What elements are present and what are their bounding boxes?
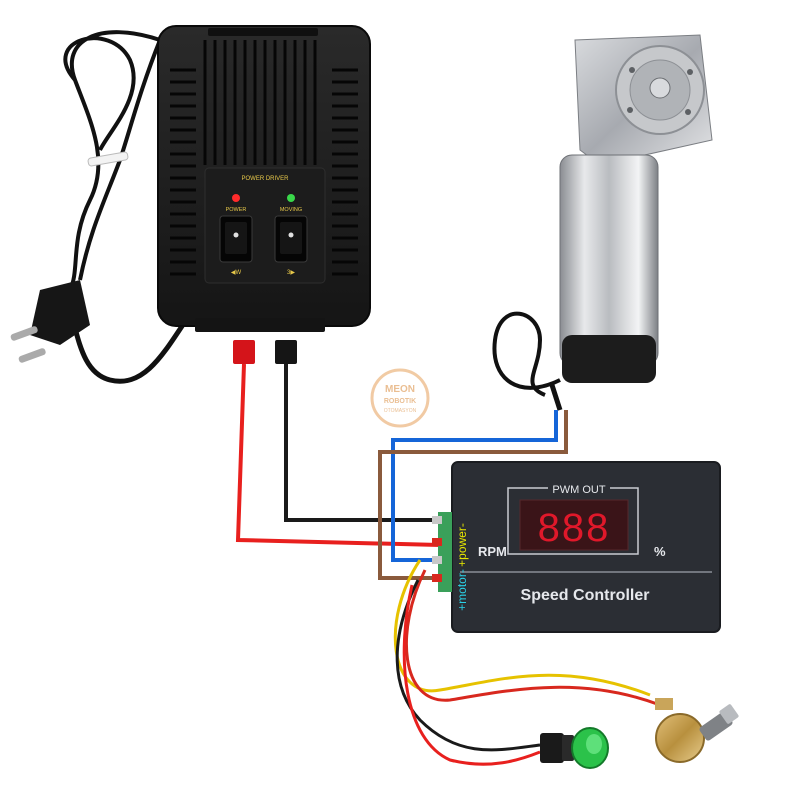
ac-power-cord <box>10 30 203 384</box>
switch-left-marking: ◀W <box>231 270 242 276</box>
switch-right-marking: 3▶ <box>287 270 295 276</box>
blue-motor-wire <box>391 410 558 562</box>
power-switch[interactable] <box>219 215 253 263</box>
speed-controller: PWM OUT 888 RPM % Speed Controller +powe… <box>432 461 721 633</box>
output-connector-black <box>275 340 297 364</box>
motor-lead-coil <box>492 311 561 397</box>
pot-wire-red <box>405 569 661 707</box>
potentiometer-pins <box>655 698 673 710</box>
switch-wire <box>402 584 541 766</box>
wiring <box>235 363 661 766</box>
pwm-out-label: PWM OUT <box>552 484 605 496</box>
moving-indicator-led <box>287 194 295 202</box>
power-driver-unit: POWER DRIVER POWER MOVING ◀W 3▶ <box>157 25 371 364</box>
power-label: POWER <box>226 207 247 213</box>
power-terminal-label: +power- <box>455 523 469 567</box>
controller-name: Speed Controller <box>521 587 650 604</box>
watermark-line2: ROBOTIK <box>384 398 416 405</box>
potentiometer[interactable] <box>655 698 739 763</box>
driver-title: POWER DRIVER <box>241 176 289 182</box>
motor-shaft <box>649 77 671 99</box>
terminal-block <box>432 512 452 592</box>
pot-wire-black <box>395 579 541 752</box>
potentiometer-body <box>655 713 705 763</box>
motor-terminal-label: +motor- <box>455 569 469 611</box>
black-power-wire <box>284 364 440 522</box>
led-display: 888 <box>538 506 611 550</box>
cord-tie <box>87 151 129 167</box>
watermark-logo: MEON ROBOTIK OTOMASYON <box>370 368 430 428</box>
display-window <box>519 499 629 551</box>
moving-switch[interactable] <box>274 215 308 263</box>
rpm-label: RPM <box>478 544 507 559</box>
pot-wire-yellow <box>393 559 651 697</box>
dc-gear-motor <box>492 34 713 411</box>
moving-label: MOVING <box>280 207 302 213</box>
watermark-line1: MEON <box>385 384 415 395</box>
motor-endcap <box>562 335 656 383</box>
percent-label: % <box>654 544 666 559</box>
driver-base <box>195 318 325 332</box>
watermark-line3: OTOMASYON <box>384 408 417 414</box>
motor-can <box>559 154 659 366</box>
output-connector-red <box>233 340 255 364</box>
power-indicator-led <box>232 194 240 202</box>
red-power-wire <box>235 363 441 547</box>
driver-grille-top <box>208 28 318 36</box>
motor-lead <box>549 384 563 411</box>
brown-motor-wire <box>378 410 568 580</box>
push-button-switch[interactable] <box>540 727 609 769</box>
driver-vents <box>170 40 358 276</box>
euro-plug <box>10 280 90 363</box>
